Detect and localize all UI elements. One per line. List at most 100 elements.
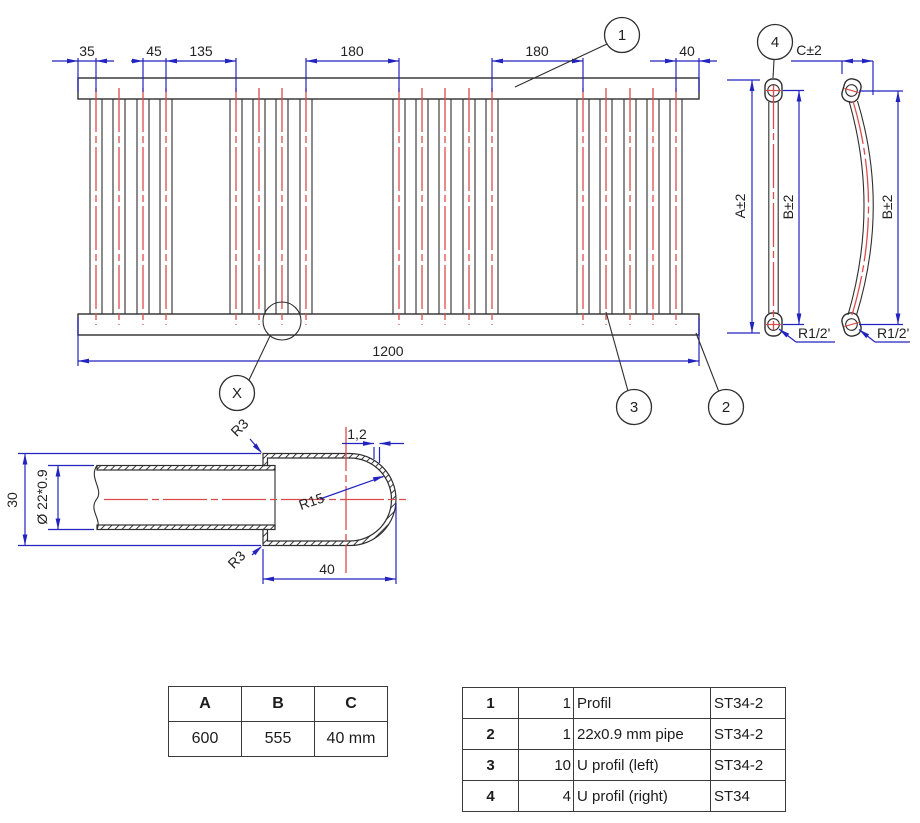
pipe-wall-top: [96, 464, 276, 471]
thread-label-straight: R1/2': [798, 325, 830, 341]
dimension-arrow: [166, 58, 177, 64]
dim-label-a: A±2: [732, 193, 748, 218]
balloon-1-circle: [603, 16, 641, 54]
dimension-arrow: [263, 576, 274, 582]
dimension-arrow: [796, 313, 802, 325]
part-name: Profil: [573, 687, 711, 719]
dimension-arrow: [842, 58, 853, 64]
balloon-3: 3: [605, 311, 653, 426]
part-material: ST34-2: [710, 749, 786, 781]
dimension-arrow: [665, 58, 676, 64]
dim-label-135: 135: [189, 43, 213, 59]
parts-row: 1 1 Profil ST34-2: [462, 687, 786, 719]
dimension-arrow: [379, 441, 391, 446]
u-profile-tube: [89, 88, 103, 325]
u-profile-tube: [599, 88, 613, 325]
u-profile-tube: [136, 88, 150, 325]
part-material: ST34: [710, 780, 786, 812]
dimension-arrow: [895, 91, 901, 102]
dimension-table-value-row: 600 555 40 mm: [168, 721, 388, 757]
balloon-3-label: 3: [630, 399, 638, 416]
dim-table-header-b: B: [241, 686, 315, 722]
top-fitting-lug-body: [841, 78, 862, 103]
dim-label-35: 35: [79, 43, 95, 59]
curved-tube-edge: [847, 100, 865, 316]
dimension-arrow: [225, 58, 236, 64]
dimension-arrow: [862, 58, 873, 64]
balloon-leader: [605, 311, 629, 392]
balloon-2: 2: [695, 332, 745, 426]
part-material: ST34-2: [710, 687, 786, 719]
dim-label-1200: 1200: [372, 343, 403, 359]
detail-view: [93, 427, 406, 573]
leader-line: [319, 475, 384, 500]
dim-label-30: 30: [4, 492, 20, 508]
front-top-dimensions: 35 45 135 180 180 40: [52, 43, 717, 92]
dim-label-b-curved: B±2: [879, 194, 895, 219]
dim-table-value-b: 555: [241, 721, 315, 757]
dimension-arrow: [363, 441, 374, 446]
dim-label-45: 45: [146, 43, 162, 59]
dimension-arrow: [388, 58, 399, 64]
dim-table-header-a: A: [168, 686, 242, 722]
parts-row: 4 4 U profil (right) ST34: [462, 780, 786, 812]
dimension-arrow: [132, 58, 143, 64]
dim-label-cap-40: 40: [319, 561, 335, 577]
dimension-arrow: [22, 453, 28, 465]
balloon-4: 4: [756, 23, 794, 79]
u-profile-tube: [462, 88, 476, 325]
dim-label-r3-bottom: R3: [224, 547, 248, 571]
side-view-straight-dims: A±2 B±2: [727, 79, 804, 334]
hole-centerline: [844, 321, 859, 328]
dim-label-180-left: 180: [340, 43, 364, 59]
part-pos: 4: [462, 780, 519, 812]
dim-label-b-straight: B±2: [780, 194, 796, 219]
thread-label-curved: R1/2': [877, 325, 909, 341]
curved-tube-edge: [855, 100, 874, 316]
dimension-arrow: [252, 546, 262, 556]
u-profile-tube: [669, 88, 683, 325]
u-profile-tube: [299, 88, 313, 325]
part-qty: 4: [518, 780, 574, 812]
part-qty: 1: [518, 687, 574, 719]
u-profile-tube: [229, 88, 243, 325]
detail-region-circle: [262, 301, 302, 341]
u-profile-tube: [623, 88, 637, 325]
u-profile-tube: [252, 88, 266, 325]
dim-label-r15: R15: [297, 489, 327, 513]
dim-label-180-right: 180: [525, 43, 549, 59]
leader-line: [858, 329, 876, 343]
u-profile-tube: [159, 88, 173, 325]
part-pos: 2: [462, 718, 519, 750]
top-fitting-lug: [841, 78, 862, 103]
dimension-arrow: [372, 476, 384, 482]
dimension-arrow: [306, 58, 317, 64]
dimension-table: A B C 600 555 40 mm: [168, 686, 388, 757]
u-profile-tube: [415, 88, 429, 325]
dim-label-40: 40: [679, 43, 695, 59]
balloon-1: 1: [514, 16, 641, 88]
dimension-arrow: [749, 322, 755, 333]
balloon-x: X: [218, 301, 302, 412]
balloon-leader: [248, 335, 271, 381]
balloon-2-circle: [707, 388, 745, 426]
balloon-x-label: X: [232, 385, 242, 402]
front-view: [77, 77, 700, 336]
dimension-arrow: [749, 80, 755, 91]
part-name: U profil (left): [573, 749, 711, 781]
curved-tube-centerline: [851, 100, 870, 316]
dim-label-wall: 1,2: [347, 426, 367, 442]
part-name: 22x0.9 mm pipe: [573, 718, 711, 750]
dimension-arrow: [385, 576, 396, 582]
balloon-leader: [772, 59, 775, 79]
dim-table-header-c: C: [314, 686, 388, 722]
dimension-arrow: [96, 58, 107, 64]
cap-profile: [262, 452, 397, 547]
balloon-4-label: 4: [771, 34, 779, 51]
dimension-arrow: [78, 358, 89, 364]
part-material: ST34-2: [710, 718, 786, 750]
part-pos: 3: [462, 749, 519, 781]
parts-list-table: 1 1 Profil ST34-2 2 1 22x0.9 mm pipe ST3…: [462, 687, 786, 812]
